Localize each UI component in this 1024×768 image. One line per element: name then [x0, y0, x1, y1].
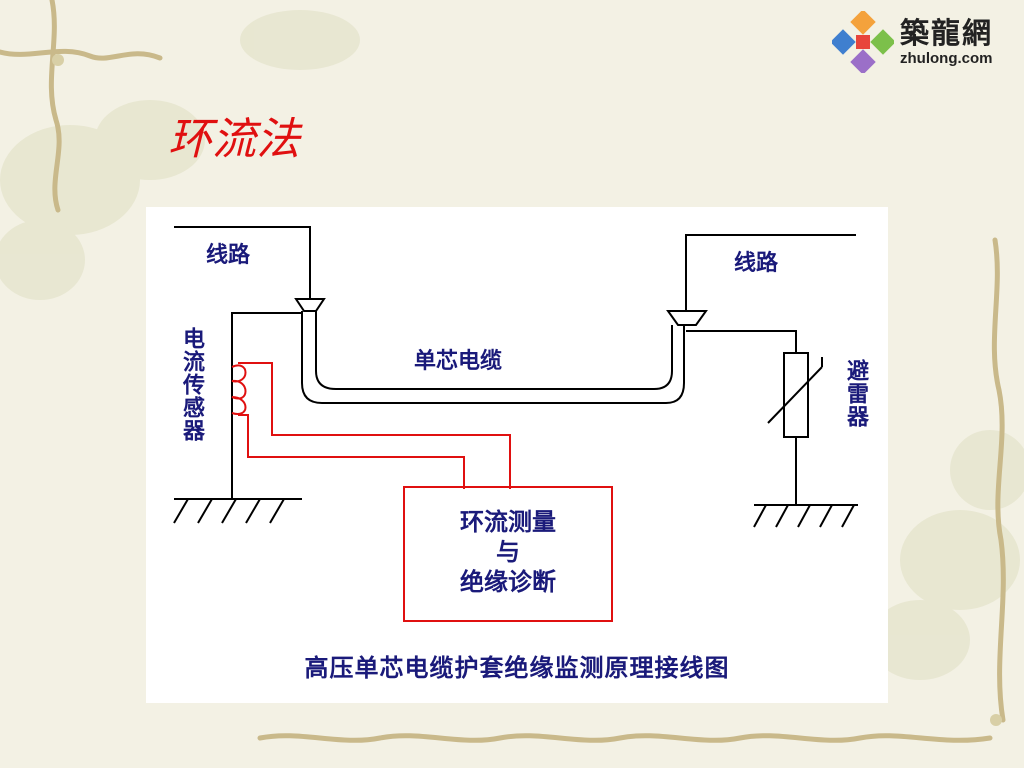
- label-line-left: 线路: [206, 243, 251, 268]
- sensor-lead-b: [238, 414, 465, 489]
- cable-outer: [301, 311, 685, 404]
- left-terminal: [294, 298, 326, 312]
- diagram-caption: 高压单芯电缆护套绝缘监测原理接线图: [304, 654, 730, 682]
- right-ground-hatch: [753, 504, 855, 528]
- left-ground-hatch: [173, 498, 285, 524]
- sensor-coil: [231, 364, 247, 416]
- label-arrester: 避雷器: [843, 359, 868, 428]
- box-line-2: 与: [496, 538, 520, 566]
- slide-title: 环流法: [168, 114, 300, 165]
- right-terminal: [666, 310, 708, 326]
- logo-name-cn: 築龍網: [900, 16, 994, 50]
- logo-mark-icon: [832, 11, 894, 73]
- label-cable: 单芯电缆: [414, 349, 503, 374]
- diagram-drawing: [173, 226, 858, 622]
- left-ground-lead: [231, 312, 302, 499]
- left-line-wire: [174, 226, 311, 299]
- box-line-3: 绝缘诊断: [460, 568, 556, 596]
- label-current-sensor: 电流传感器: [179, 327, 204, 442]
- right-ground-lead: [686, 330, 797, 353]
- wiring-diagram: 线路 线路 单芯电缆 电流传感器 避雷器 环流测量 与 绝缘诊断 高压单芯电缆护…: [146, 207, 888, 703]
- sensor-lead-a: [238, 362, 511, 489]
- arrester-varistor: [767, 357, 823, 424]
- diagnosis-box-text: 环流测量 与 绝缘诊断: [406, 507, 610, 597]
- zhulong-logo: 築龍網 zhulong.com: [832, 4, 1022, 80]
- logo-name-en: zhulong.com: [900, 50, 993, 67]
- right-line-wire: [685, 234, 856, 311]
- diagnosis-box: [403, 486, 613, 622]
- label-line-right: 线路: [734, 251, 779, 276]
- cable-inner: [315, 311, 673, 390]
- box-line-1: 环流测量: [460, 508, 556, 536]
